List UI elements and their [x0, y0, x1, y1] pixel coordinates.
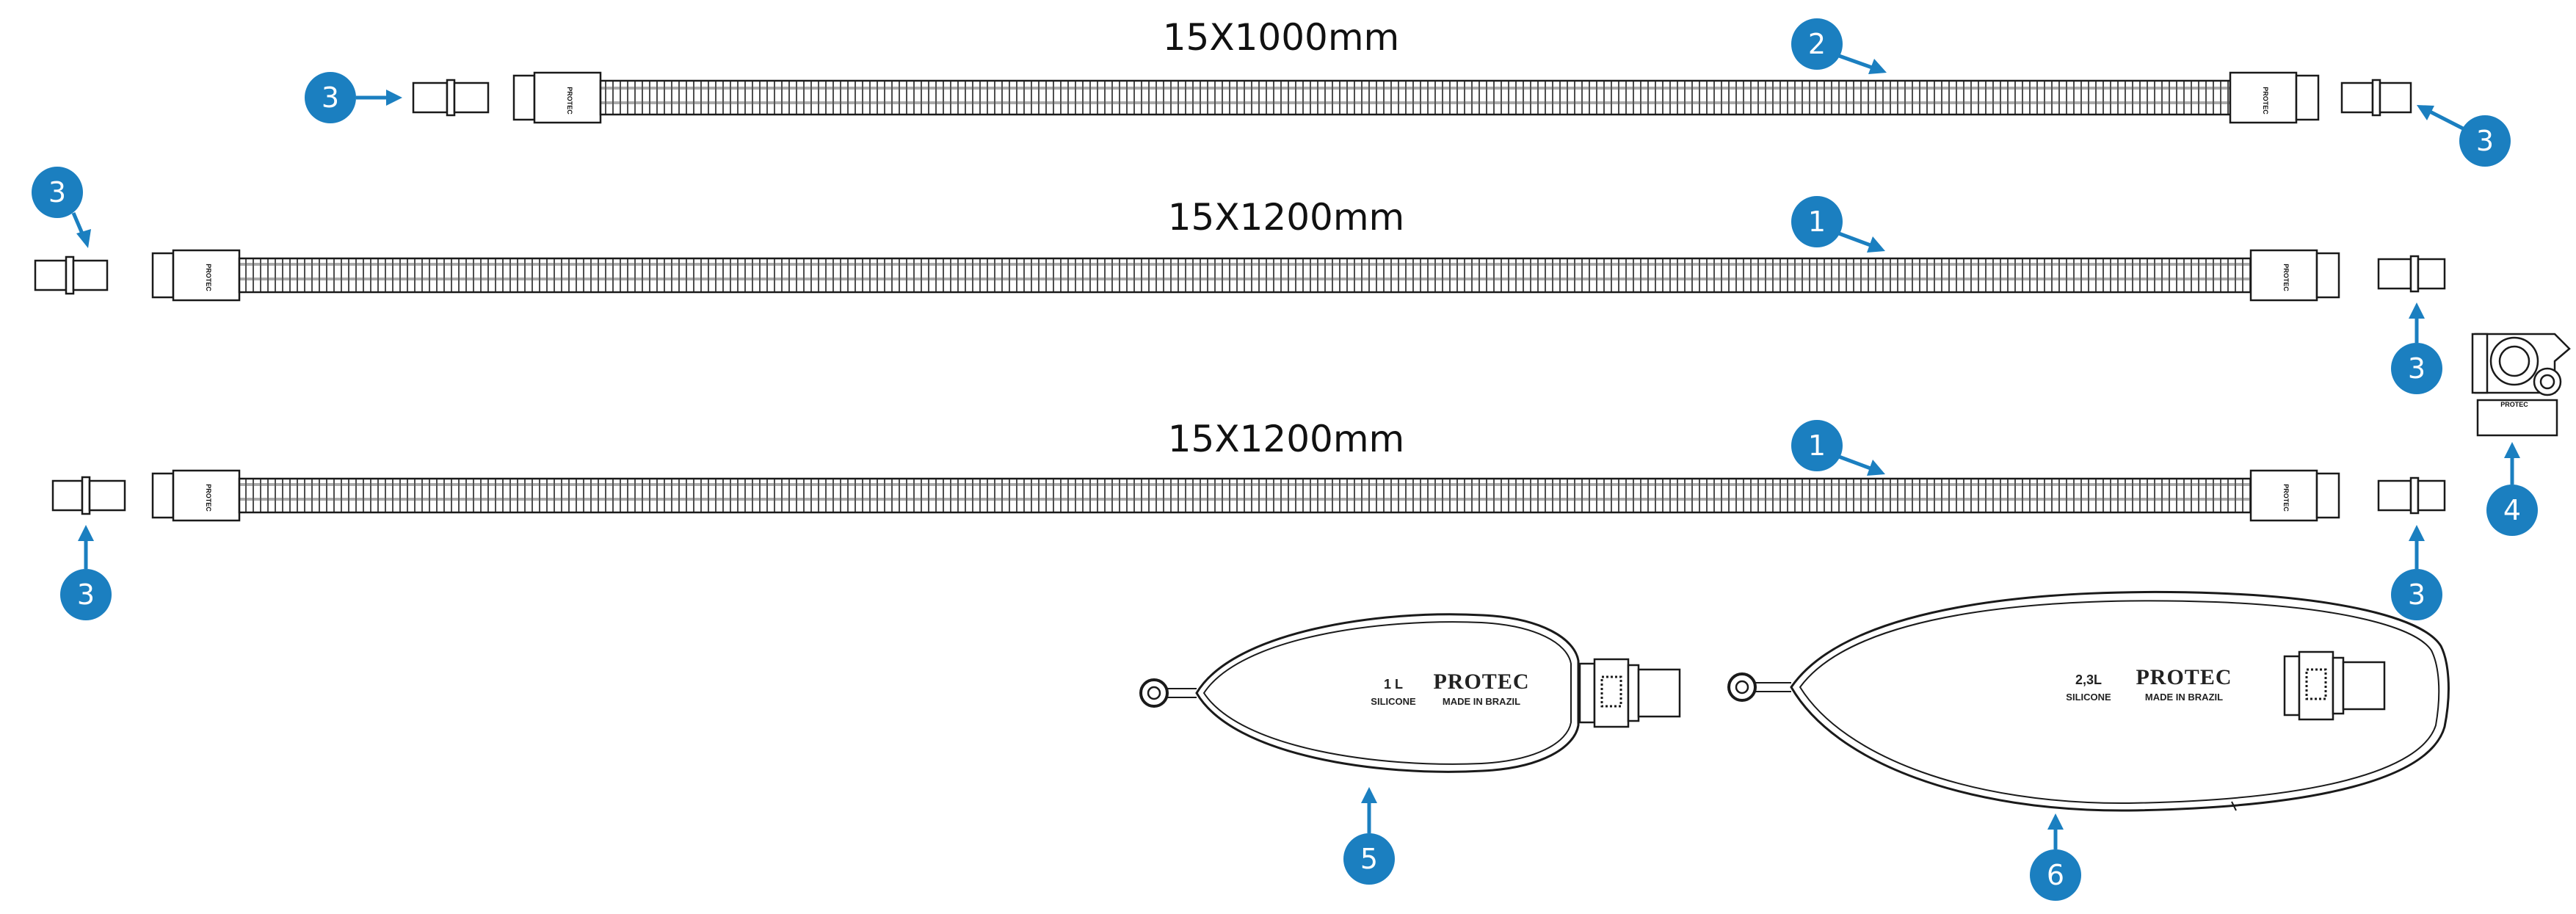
top-left-cuff-mark: PROTEC — [566, 87, 573, 115]
top-left-connector — [412, 79, 490, 117]
bottom-right-cuff: PROTEC — [2249, 469, 2340, 522]
top-right-cuff-mark: PROTEC — [2262, 87, 2269, 115]
bottom-left-connector — [51, 476, 126, 515]
middle-right-cuff: PROTEC — [2249, 249, 2340, 302]
tube-middle: PROTEC PROTEC — [34, 249, 2446, 302]
bag-small-material: SILICONE — [1371, 696, 1416, 707]
callout-middle-left-connector: 3 — [32, 167, 91, 248]
bag-large-origin: MADE IN BRAZIL — [2145, 692, 2223, 703]
callout-bottom-tube: 1 — [1791, 420, 1885, 476]
top-right-connector — [2340, 79, 2412, 117]
callout-y-piece: 4 — [2486, 442, 2538, 536]
bag-large-capacity: 2,3L — [2075, 672, 2102, 687]
tube-top-length-label: 15X1000mm — [1163, 16, 1400, 59]
callout-middle-left-connector-number: 3 — [48, 176, 66, 208]
callout-arrows: 3 2 3 3 1 — [32, 18, 2538, 901]
bag-small-origin: MADE IN BRAZIL — [1443, 696, 1520, 707]
bottom-corrugated-tube — [238, 477, 2252, 514]
breathing-bag-large: 2,3L SILICONE PROTEC MADE IN BRAZIL — [1727, 590, 2450, 812]
callout-bag-small: 5 — [1343, 787, 1395, 885]
callout-bottom-right-connector-number: 3 — [2408, 578, 2426, 611]
breathing-bag-small: 1 L SILICONE PROTEC MADE IN BRAZIL — [1139, 613, 1681, 773]
bag-large-material: SILICONE — [2066, 692, 2111, 703]
callout-top-tube-number: 2 — [1808, 28, 1826, 60]
top-corrugated-tube — [599, 79, 2232, 116]
callout-top-left-connector: 3 — [305, 72, 402, 123]
tube-middle-length-label: 15X1200mm — [1168, 196, 1405, 239]
bag-large-brand: PROTEC — [2136, 665, 2232, 689]
middle-left-connector — [34, 255, 109, 295]
bottom-left-cuff: PROTEC — [151, 469, 241, 522]
top-left-cuff: PROTEC — [512, 71, 602, 124]
callout-top-tube: 2 — [1791, 18, 1887, 74]
callout-bottom-tube-number: 1 — [1808, 429, 1826, 462]
callout-bottom-left-connector-number: 3 — [77, 578, 95, 611]
callout-middle-tube-number: 1 — [1808, 206, 1826, 238]
middle-left-cuff-mark: PROTEC — [205, 264, 212, 291]
tube-bottom: PROTEC PROTEC — [51, 469, 2446, 522]
callout-middle-right-connector: 3 — [2391, 302, 2442, 394]
callout-middle-tube: 1 — [1791, 196, 1885, 253]
callout-top-right-connector-number: 3 — [2476, 125, 2494, 157]
middle-right-cuff-mark: PROTEC — [2282, 264, 2290, 291]
bottom-right-cuff-mark: PROTEC — [2282, 484, 2290, 512]
callout-bag-large-number: 6 — [2047, 859, 2064, 891]
bag-small-capacity: 1 L — [1384, 677, 1403, 692]
callout-bag-large: 6 — [2030, 813, 2081, 901]
callout-bag-small-number: 5 — [1360, 843, 1378, 875]
bottom-right-connector — [2377, 476, 2446, 515]
callout-bottom-right-connector: 3 — [2391, 525, 2442, 620]
y-piece-mark: PROTEC — [2500, 401, 2528, 408]
callout-top-right-connector: 3 — [2417, 105, 2511, 167]
bottom-left-cuff-mark: PROTEC — [205, 484, 212, 512]
middle-right-connector — [2377, 255, 2446, 293]
bag-small-brand: PROTEC — [1433, 670, 1529, 694]
tube-bottom-length-label: 15X1200mm — [1168, 418, 1405, 460]
callout-middle-right-connector-number: 3 — [2408, 352, 2426, 385]
callout-y-piece-number: 4 — [2503, 494, 2521, 526]
top-right-cuff: PROTEC — [2229, 71, 2320, 124]
callout-bottom-left-connector: 3 — [60, 525, 112, 620]
tube-top: PROTEC PROTEC — [412, 71, 2412, 124]
y-piece: PROTEC — [2471, 333, 2571, 437]
middle-corrugated-tube — [238, 257, 2252, 294]
middle-left-cuff: PROTEC — [151, 249, 241, 302]
callout-top-left-connector-number: 3 — [322, 81, 339, 114]
